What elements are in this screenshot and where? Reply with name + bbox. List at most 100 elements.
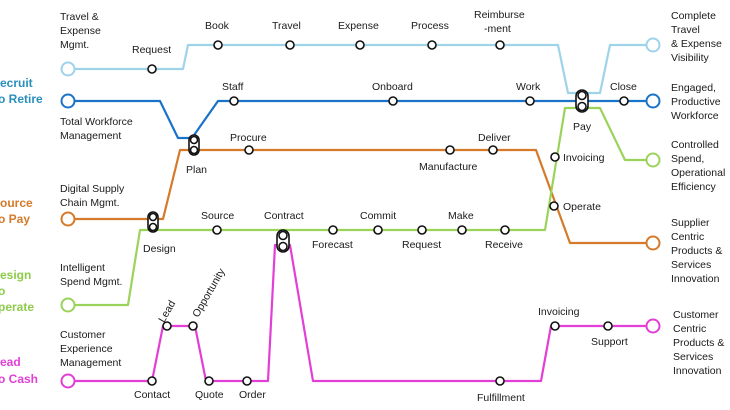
spend-outcome-3: Operational bbox=[671, 167, 725, 179]
outcome-labels: Complete Travel & Expense Visibility Eng… bbox=[671, 10, 725, 377]
label-operate: Operate bbox=[563, 201, 601, 213]
label-quote: Quote bbox=[195, 389, 224, 401]
travel-start-terminal bbox=[60, 61, 76, 77]
station-labels: Request Book Travel Expense Process Reim… bbox=[132, 9, 637, 404]
left-label-source-1: ource bbox=[0, 196, 33, 210]
spend-start-terminal bbox=[60, 297, 76, 313]
label-design: Design bbox=[143, 243, 176, 255]
workforce-line bbox=[68, 99, 653, 140]
left-label-source-2: o Pay bbox=[0, 212, 30, 226]
label-opportunity: Opportunity bbox=[190, 266, 228, 320]
left-label-design-3: perate bbox=[0, 300, 34, 314]
station-travel bbox=[285, 40, 295, 50]
station-book bbox=[213, 40, 223, 50]
label-travel: Travel bbox=[272, 20, 301, 32]
station-request-spend bbox=[417, 225, 427, 235]
workforce-outcome-2: Productive bbox=[671, 96, 721, 108]
station-commit bbox=[373, 225, 383, 235]
station-work bbox=[525, 96, 535, 106]
station-operate bbox=[549, 201, 559, 211]
label-deliver: Deliver bbox=[478, 132, 511, 144]
travel-outcome-1: Complete bbox=[671, 10, 716, 22]
supply-start-terminal bbox=[60, 211, 76, 227]
supply-outcome-3: Products & bbox=[671, 245, 722, 257]
customer-outcome-4: Services bbox=[673, 351, 713, 363]
label-onboard: Onboard bbox=[372, 81, 413, 93]
spend-name-1: Intelligent bbox=[60, 262, 105, 274]
label-order: Order bbox=[239, 389, 266, 401]
label-make: Make bbox=[448, 210, 474, 222]
left-label-recruit-1: ecruit bbox=[0, 76, 33, 90]
left-label-lead-1: ead bbox=[0, 355, 21, 369]
workforce-start-terminal bbox=[60, 93, 76, 109]
label-support: Support bbox=[591, 336, 628, 348]
label-manufacture: Manufacture bbox=[419, 161, 478, 173]
station-invoicing-cust bbox=[550, 321, 560, 331]
supply-name-1: Digital Supply bbox=[60, 183, 125, 195]
station-invoicing-spend bbox=[550, 152, 560, 162]
spend-outcome-1: Controlled bbox=[671, 139, 719, 151]
spend-end-terminal bbox=[645, 152, 661, 168]
label-commit: Commit bbox=[360, 210, 396, 222]
customer-outcome-2: Centric bbox=[673, 323, 706, 335]
interchanges bbox=[147, 89, 589, 253]
customer-name-1: Customer bbox=[60, 329, 106, 341]
label-source: Source bbox=[201, 210, 234, 222]
station-support bbox=[603, 321, 613, 331]
left-label-recruit-2: o Retire bbox=[0, 92, 43, 106]
left-category-labels: ecruit o Retire ource o Pay esign o pera… bbox=[0, 76, 43, 386]
station-receive bbox=[500, 225, 510, 235]
supply-outcome-2: Centric bbox=[671, 231, 704, 243]
line-names: Travel & Expense Mgmt. Total Workforce M… bbox=[60, 11, 133, 369]
interchange-design bbox=[147, 211, 159, 233]
workforce-name-1: Total Workforce bbox=[60, 116, 133, 128]
travel-outcome-4: Visibility bbox=[671, 52, 709, 64]
left-label-design-2: o bbox=[0, 284, 5, 298]
workforce-name-2: Management bbox=[60, 130, 121, 142]
customer-outcome-3: Products & bbox=[673, 337, 724, 349]
station-fulfillment bbox=[495, 376, 505, 386]
label-invoicing-cust: Invoicing bbox=[538, 306, 580, 318]
label-contact: Contact bbox=[134, 389, 170, 401]
workforce-end-terminal bbox=[645, 93, 661, 109]
station-staff bbox=[229, 96, 239, 106]
label-close: Close bbox=[610, 81, 637, 93]
interchange-pay bbox=[575, 89, 589, 113]
spend-outcome-2: Spend, bbox=[671, 153, 704, 165]
customer-line bbox=[68, 243, 653, 383]
workforce-outcome-3: Workforce bbox=[671, 110, 719, 122]
supply-outcome-5: Innovation bbox=[671, 273, 720, 285]
travel-name-3: Mgmt. bbox=[60, 39, 89, 51]
interchange-plan bbox=[188, 134, 200, 156]
label-pay: Pay bbox=[573, 121, 592, 133]
label-work: Work bbox=[516, 81, 541, 93]
station-onboard bbox=[388, 96, 398, 106]
station-procure bbox=[244, 145, 254, 155]
supply-outcome-4: Services bbox=[671, 259, 711, 271]
label-reimburse-2: -ment bbox=[484, 23, 511, 35]
label-request-spend: Request bbox=[402, 239, 441, 251]
travel-end-terminal bbox=[645, 37, 661, 53]
station-expense bbox=[355, 40, 365, 50]
customer-name-3: Management bbox=[60, 357, 121, 369]
station-make bbox=[457, 225, 467, 235]
station-reimburse bbox=[495, 40, 505, 50]
label-book: Book bbox=[205, 20, 230, 32]
label-request-travel: Request bbox=[132, 44, 171, 56]
station-opportunity bbox=[188, 321, 198, 331]
workforce-outcome-1: Engaged, bbox=[671, 82, 716, 94]
label-receive: Receive bbox=[485, 239, 523, 251]
label-contract: Contract bbox=[264, 210, 304, 222]
station-request-travel bbox=[147, 64, 157, 74]
label-lead: Lead bbox=[156, 298, 178, 324]
supply-name-2: Chain Mgmt. bbox=[60, 197, 120, 209]
label-plan: Plan bbox=[186, 164, 207, 176]
left-label-lead-2: o Cash bbox=[0, 372, 38, 386]
station-forecast bbox=[328, 225, 338, 235]
customer-start-terminal bbox=[60, 373, 76, 389]
label-staff: Staff bbox=[222, 81, 243, 93]
customer-name-2: Experience bbox=[60, 343, 113, 355]
label-fulfillment: Fulfillment bbox=[477, 392, 525, 404]
